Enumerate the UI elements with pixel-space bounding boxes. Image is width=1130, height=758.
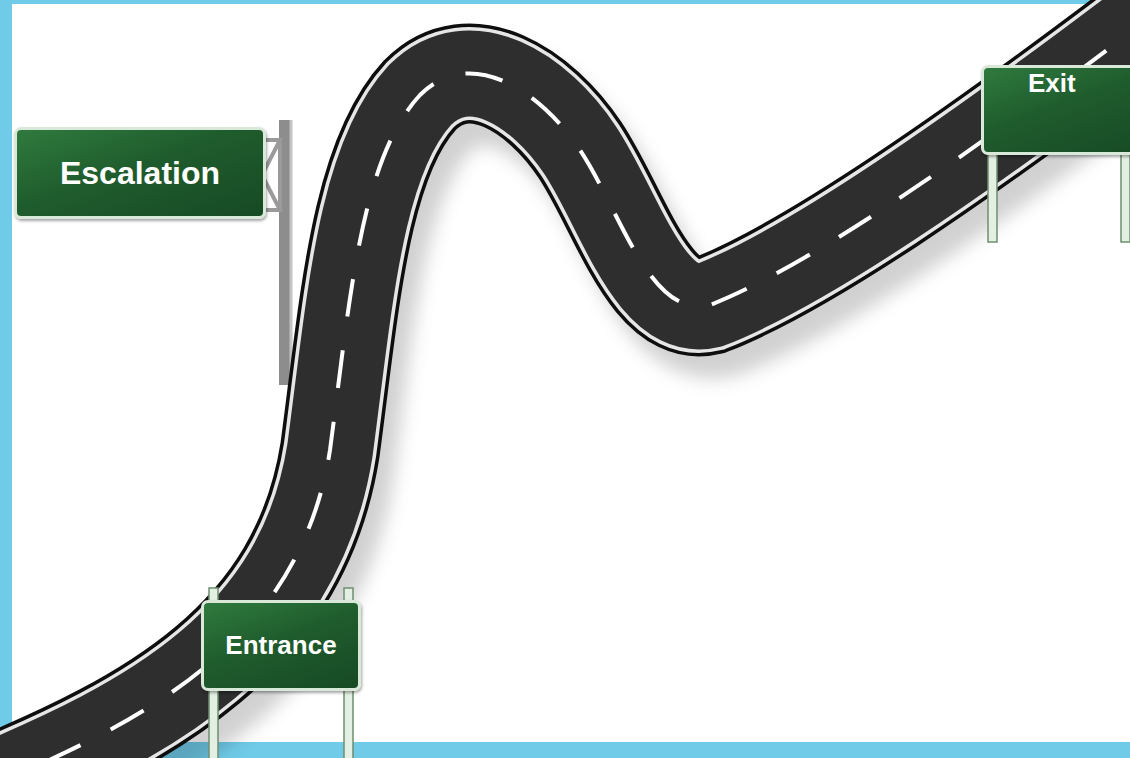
sign-label: Escalation [60,155,220,192]
sign-pole-highlight [290,120,293,385]
road-sign: Escalation [14,127,266,219]
road-edge [0,10,1130,758]
sign-post [988,148,997,242]
sign-label: Exit [1028,68,1076,99]
road-edge-line [0,10,1130,758]
road-center-line [0,10,1130,758]
road-sign: Exit [981,65,1130,155]
road-sign: Entrance [201,600,361,691]
road-surface [0,10,1130,758]
sign-label: Entrance [225,630,336,661]
sign-post [1121,148,1130,242]
